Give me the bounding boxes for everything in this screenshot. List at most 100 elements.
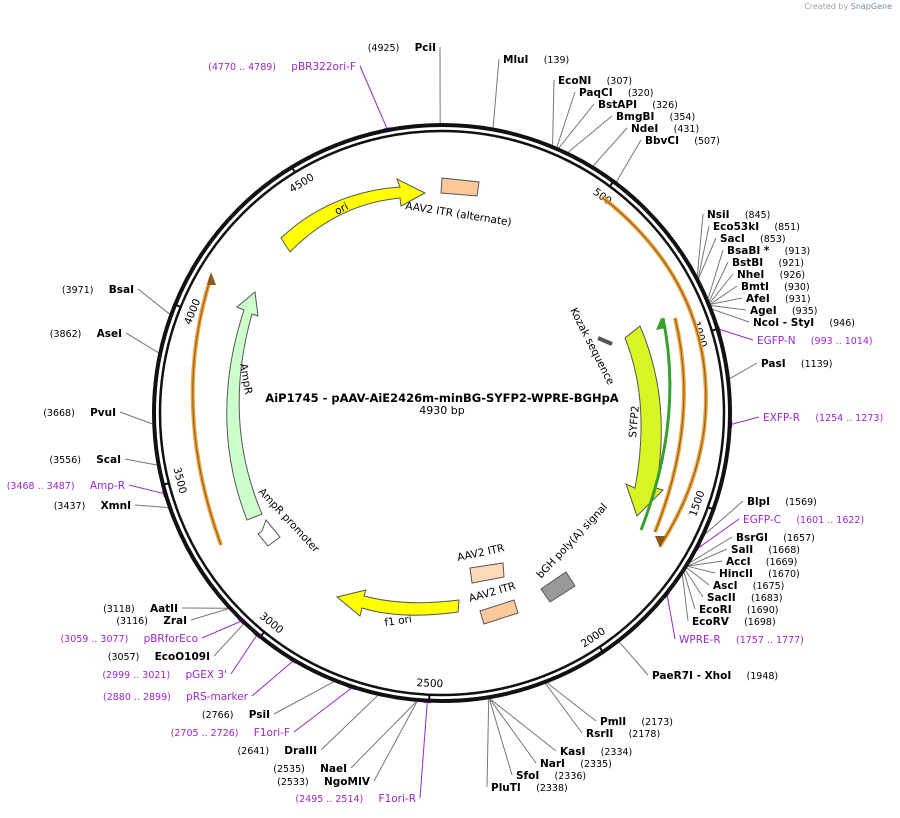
primer-leader [359, 65, 388, 129]
primer-position: (1757 .. 1777) [736, 635, 804, 646]
enzyme-label[interactable]: PasI (1139) [761, 352, 833, 371]
enzyme-position: (921) [778, 258, 804, 269]
enzyme-label[interactable]: EcoNI (307) [558, 69, 632, 88]
enzyme-leader [492, 58, 500, 128]
enzyme-label[interactable]: (3116) ZraI [116, 609, 187, 628]
primer-label[interactable]: (4770 .. 4789) pBR322ori-F [208, 55, 356, 74]
primer-leader [666, 595, 676, 640]
enzyme-label[interactable]: AccI (1669) [726, 550, 797, 569]
enzyme-label[interactable]: AgeI (935) [750, 299, 817, 318]
primer-label[interactable]: (2880 .. 2899) pRS-marker [103, 685, 249, 704]
enzyme-label[interactable]: PluTI (2338) [491, 776, 568, 795]
enzyme-label[interactable]: BstAPI (326) [598, 93, 678, 112]
feature-aav2-itr-box-1[interactable] [469, 562, 505, 584]
enzyme-label[interactable]: (2533) NgoMIV [277, 770, 371, 789]
enzyme-label[interactable]: PmlI (2173) [600, 710, 673, 729]
feature-syfp2-arrow[interactable] [624, 325, 664, 517]
feature-aav2-itr-box-2[interactable] [479, 599, 519, 625]
tick-mark [290, 164, 296, 173]
enzyme-label[interactable]: (3862) AseI [50, 322, 122, 341]
feature-ori-arrow[interactable] [280, 177, 427, 253]
enzyme-name: NdeI [631, 123, 658, 135]
enzyme-leader [119, 411, 153, 425]
enzyme-label[interactable]: NdeI (431) [631, 117, 699, 136]
enzyme-label[interactable]: EcoRI (1690) [699, 598, 778, 617]
enzyme-label[interactable]: (3668) PvuI [43, 401, 116, 420]
feature-aav2-itr-alt-box[interactable] [440, 177, 480, 197]
primer-label[interactable]: (3468 .. 3487) Amp-R [7, 474, 125, 493]
enzyme-label[interactable]: NheI (926) [737, 263, 805, 282]
enzyme-label[interactable]: SalI (1668) [731, 538, 800, 557]
enzyme-position: (1683) [751, 593, 783, 604]
enzyme-label[interactable]: (4925) PciI [368, 36, 436, 55]
enzyme-label[interactable]: SacI (853) [720, 227, 786, 246]
feature-kozak-mark[interactable] [597, 336, 613, 346]
primer-label[interactable]: (2705 .. 2726) F1ori-F [171, 721, 290, 740]
enzyme-label[interactable]: NcoI - StyI (946) [753, 311, 855, 330]
enzyme-label[interactable]: BlpI (1569) [747, 490, 817, 509]
feature-f1-ori-arrow[interactable] [335, 589, 460, 617]
enzyme-position: (913) [785, 246, 811, 257]
enzyme-label[interactable]: MluI (139) [503, 48, 569, 67]
enzyme-label[interactable]: (2535) NaeI [273, 757, 347, 776]
enzyme-label[interactable]: PaqCI (320) [579, 81, 653, 100]
enzyme-label[interactable]: SfoI (2336) [516, 764, 586, 783]
primer-leader [251, 661, 293, 697]
enzyme-label[interactable]: AfeI (931) [746, 287, 811, 306]
enzyme-label[interactable]: AscI (1675) [713, 574, 784, 593]
primer-label[interactable]: (2999 .. 3021) pGEX 3' [102, 663, 227, 682]
primer-label[interactable]: (2495 .. 2514) F1ori-R [295, 787, 416, 806]
feature-ampr-promoter-arrow[interactable] [257, 519, 281, 547]
feature-label-syfp2: SYFP2 [627, 405, 642, 438]
enzyme-label[interactable]: PaeR7I - XhoI (1948) [652, 664, 778, 683]
enzyme-label[interactable]: NarI (2335) [540, 752, 612, 771]
feature-bgh-polya-box[interactable] [540, 571, 576, 603]
enzyme-label[interactable]: BsrGI (1657) [736, 526, 815, 545]
enzyme-label[interactable]: RsrII (2178) [586, 722, 660, 741]
primer-label[interactable]: (3059 .. 3077) pBRforEco [60, 627, 198, 646]
enzyme-name: SalI [731, 544, 753, 556]
enzyme-leader [134, 504, 168, 509]
enzyme-position: (3118) [103, 604, 135, 615]
enzyme-position: (2334) [601, 747, 633, 758]
enzyme-label[interactable]: (3971) BsaI [62, 278, 134, 297]
enzyme-label[interactable]: BmtI (930) [741, 275, 810, 294]
enzyme-leader [705, 500, 744, 534]
enzyme-label[interactable]: NsiI (845) [707, 203, 770, 222]
snapgene-logo: SnapGene [850, 2, 892, 11]
enzyme-name: PvuI [90, 407, 116, 419]
enzyme-position: (2641) [237, 746, 269, 757]
enzyme-label[interactable]: (3118) AatII [103, 597, 178, 616]
enzyme-position: (935) [792, 306, 818, 317]
enzyme-name: AfeI [746, 293, 770, 305]
feature-ampr-arrow[interactable] [226, 291, 263, 521]
enzyme-leader [685, 570, 704, 598]
enzyme-label[interactable]: (3556) ScaI [49, 448, 121, 467]
primer-label[interactable]: WPRE-R (1757 .. 1777) [679, 628, 804, 647]
primer-label[interactable]: EGFP-N (993 .. 1014) [757, 329, 873, 348]
primer-position: (1601 .. 1622) [796, 515, 864, 526]
enzyme-name: PciI [415, 42, 436, 54]
enzyme-label[interactable]: HincII (1670) [719, 562, 800, 581]
enzyme-label[interactable]: BstBI (921) [732, 251, 804, 270]
enzyme-leader [686, 567, 710, 586]
enzyme-label[interactable]: Eco53kI (851) [713, 215, 800, 234]
enzyme-label[interactable]: BmgBI (354) [616, 105, 695, 124]
primer-name: Amp-R [90, 480, 125, 492]
enzyme-label[interactable]: EcoRV (1698) [692, 610, 776, 629]
enzyme-label[interactable]: SacII (1683) [707, 586, 783, 605]
tick-label: 2500 [416, 677, 443, 690]
enzyme-name: NaeI [320, 763, 347, 775]
enzyme-label[interactable]: (3057) EcoO109I [108, 645, 210, 664]
enzyme-position: (931) [785, 294, 811, 305]
enzyme-name: Eco53kI [713, 221, 759, 233]
enzyme-position: (926) [780, 270, 806, 281]
enzyme-label[interactable]: BbvCI (507) [645, 129, 720, 148]
enzyme-label[interactable]: BsaBI * (913) [727, 239, 810, 258]
enzyme-label[interactable]: (3437) XmnI [54, 494, 131, 513]
primer-label[interactable]: EXFP-R (1254 .. 1273) [763, 406, 883, 425]
enzyme-label[interactable]: (2641) DraIII [237, 739, 317, 758]
enzyme-label[interactable]: (2766) PsiI [202, 703, 270, 722]
primer-label[interactable]: EGFP-C (1601 .. 1622) [743, 508, 864, 527]
enzyme-label[interactable]: KasI (2334) [560, 740, 632, 759]
